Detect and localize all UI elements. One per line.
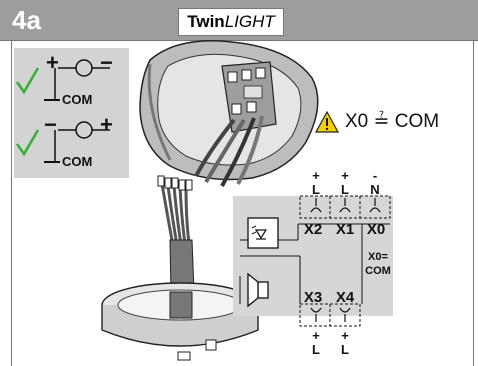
polarity-sign: − xyxy=(44,112,57,137)
frame-right-line xyxy=(473,41,474,366)
polarity-option-1: + − COM xyxy=(15,50,113,107)
terminal-line: L xyxy=(341,182,349,197)
terminal-sign: + xyxy=(341,328,349,343)
terminal-label: X4 xyxy=(336,289,355,306)
terminal-sign: + xyxy=(341,168,349,183)
brand-twin: Twin xyxy=(187,12,225,31)
terminal-line: L xyxy=(312,182,320,197)
frame-left-line xyxy=(11,41,12,366)
polarity-panel: + − COM − + COM xyxy=(14,48,129,178)
terminal-sign: + xyxy=(312,328,320,343)
caution-note: X0 ≟ COM xyxy=(315,110,439,133)
terminal-sign: - xyxy=(373,168,377,183)
horn-symbol xyxy=(239,272,269,308)
header-rule xyxy=(0,40,478,41)
terminal-icon xyxy=(369,198,381,213)
strobe-symbol xyxy=(247,217,279,249)
terminal-icon xyxy=(339,307,351,322)
terminal-label: X2 xyxy=(304,221,322,238)
checkmark-icon xyxy=(15,67,40,95)
terminal-icon xyxy=(310,307,322,322)
checkmark-icon xyxy=(15,129,40,157)
warning-triangle-icon xyxy=(315,110,339,133)
terminal-sign: + xyxy=(312,168,320,183)
terminal-line: L xyxy=(312,342,320,357)
top-terminals: + L + L - N xyxy=(312,168,380,197)
terminal-line: N xyxy=(370,182,379,197)
brand-light: LIGHT xyxy=(224,12,275,31)
terminal-label: X3 xyxy=(304,289,322,306)
terminal-icon xyxy=(339,198,351,213)
terminal-label: X0 xyxy=(367,221,385,238)
step-number: 4a xyxy=(12,5,41,35)
com-label: COM xyxy=(62,154,92,169)
terminal-label: X1 xyxy=(336,221,354,238)
caution-text: X0 ≟ COM xyxy=(345,111,440,132)
com-note-line1: X0= xyxy=(368,251,388,263)
terminal-line: L xyxy=(341,342,349,357)
polarity-option-2: − + COM xyxy=(15,112,113,169)
com-note-line2: COM xyxy=(365,265,391,277)
com-label: COM xyxy=(62,92,92,107)
terminal-icon xyxy=(310,198,322,213)
